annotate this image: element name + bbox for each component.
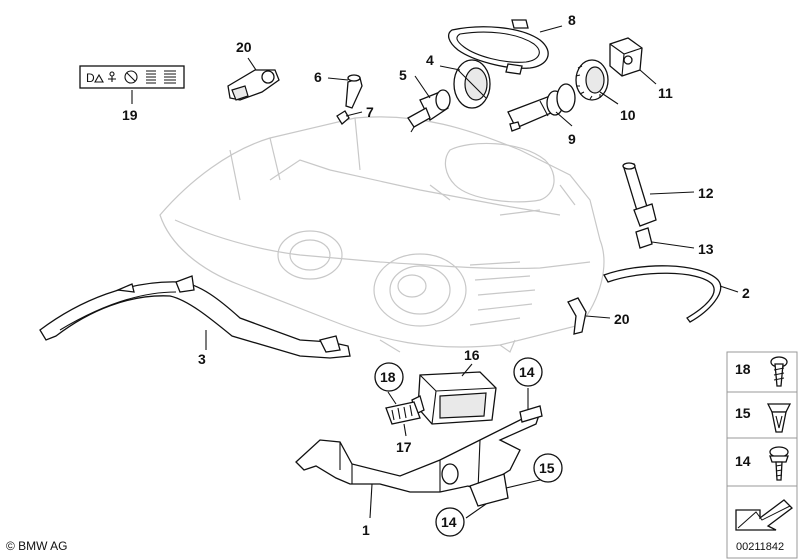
callout-10: 10 [620, 107, 636, 123]
callout-14-bottom: 14 [441, 514, 457, 530]
part-2-trim-strip [603, 265, 722, 323]
diagram-number: 00211842 [736, 541, 785, 553]
copyright-text: © BMW AG [6, 539, 68, 553]
part-8-seal [447, 19, 549, 75]
warning-label-19: D [79, 65, 185, 89]
legend-label-14: 14 [735, 453, 751, 469]
callout-9: 9 [568, 131, 576, 147]
callout-17: 17 [396, 439, 412, 455]
small-parts-legend: 18 15 14 [726, 351, 798, 559]
leader-lines [131, 25, 739, 519]
callout-14-top: 14 [519, 364, 535, 380]
callout-6: 6 [314, 69, 322, 85]
part-13-bulb-small [635, 227, 653, 249]
callout-16: 16 [464, 347, 480, 363]
callout-11: 11 [658, 85, 673, 101]
callout-circles [374, 357, 563, 537]
callout-19: 19 [122, 107, 138, 123]
callout-13: 13 [698, 241, 714, 257]
callout-20-top: 20 [236, 39, 252, 55]
callout-7: 7 [366, 104, 374, 120]
legend-nut-15-icon [766, 403, 792, 433]
callout-15: 15 [539, 460, 555, 476]
part-11-clip [609, 37, 643, 77]
part-20-cap [227, 69, 280, 101]
part-3-trim-panel [39, 275, 351, 359]
legend-label-15: 15 [735, 405, 751, 421]
callout-2: 2 [742, 285, 750, 301]
legend-screw-14-icon [769, 446, 789, 481]
legend-label-18: 18 [735, 361, 751, 377]
callout-3: 3 [198, 351, 206, 367]
legend-screw-18-icon [770, 356, 788, 387]
callout-8: 8 [568, 12, 576, 28]
part-17-connector [385, 401, 421, 425]
orientation-arrow-icon [735, 499, 793, 531]
part-1-bracket [295, 405, 543, 507]
callout-12: 12 [698, 185, 714, 201]
headlight-housing-outline [159, 116, 605, 353]
part-6-bulb [345, 74, 363, 109]
callout-18: 18 [380, 369, 396, 385]
callout-5: 5 [399, 67, 407, 83]
callout-20-right: 20 [614, 311, 630, 327]
part-7-bulb-small [336, 110, 350, 125]
part-16-control-unit [411, 371, 497, 425]
callout-1: 1 [362, 522, 370, 538]
callout-labels: 20 19 6 7 5 4 8 9 10 11 12 13 2 20 3 16 … [122, 12, 750, 538]
part-10-retaining-ring [575, 59, 609, 101]
part-4-cover-cap [453, 59, 491, 109]
callout-4: 4 [426, 52, 434, 68]
part-5-bulb [407, 89, 451, 133]
part-12-socket [622, 162, 657, 227]
part-20-clip-small [567, 297, 587, 335]
warning-label-glyph: D [86, 71, 95, 85]
part-9-xenon-bulb [507, 83, 576, 132]
